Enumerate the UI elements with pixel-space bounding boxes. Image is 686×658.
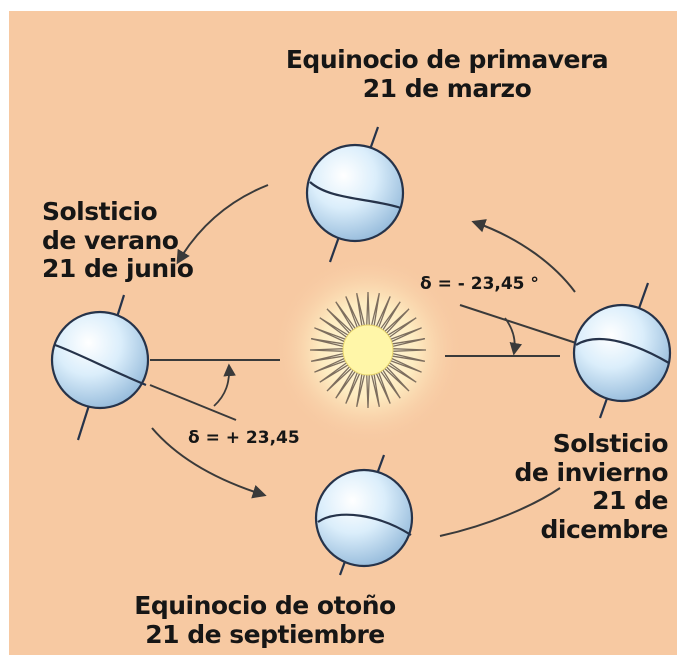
autumn-equinox-title: Equinocio de otoño — [134, 591, 396, 620]
summer-solstice-label: Solsticio de verano 21 de junio — [42, 197, 232, 284]
summer-solstice-date: 21 de junio — [42, 254, 194, 283]
winter-solstice-line3: 21 de — [592, 486, 668, 515]
winter-solstice-line4: dicembre — [540, 514, 669, 544]
equator-line — [309, 181, 402, 210]
equator-line-summer — [149, 384, 237, 421]
summer-solstice-line2: de verano — [42, 225, 179, 255]
spring-equinox-date: 21 de marzo — [362, 73, 532, 103]
equator-line — [54, 343, 147, 387]
autumn-equinox-label: Equinocio de otoño 21 de septiembre — [120, 591, 410, 649]
sun-rays — [309, 291, 427, 409]
earth-globe-spring — [305, 126, 405, 263]
autumn-equinox-date: 21 de septiembre — [145, 619, 385, 649]
winter-solstice-line1: Solsticio — [552, 429, 669, 458]
angle-arc-winter — [504, 317, 522, 356]
declination-winter-label: δ = - 23,45 ° — [420, 274, 539, 294]
equator-line — [575, 337, 670, 364]
orbit-arrow-summer-to-autumn — [151, 427, 267, 499]
winter-solstice-line2: de invierno — [514, 457, 668, 487]
earth-globe-winter — [572, 282, 672, 419]
spring-equinox-title: Equinocio de primavera — [285, 45, 609, 74]
earth-globe-summer — [50, 294, 150, 441]
sun-core — [342, 324, 394, 376]
orbit-arrow-winter-to-spring — [471, 219, 576, 293]
orbit-arrow-autumn-to-winter — [439, 487, 561, 537]
summer-solstice-line1: Solsticio — [42, 197, 158, 226]
earth-globe-autumn — [314, 454, 414, 576]
equator-line — [317, 513, 412, 536]
spring-equinox-label: Equinocio de primavera 21 de marzo — [282, 45, 612, 103]
equator-line-winter — [459, 304, 577, 344]
sun — [273, 255, 463, 445]
declination-summer-label: δ = + 23,45 — [188, 428, 300, 448]
winter-solstice-label: Solsticio de invierno 21 de dicembre — [508, 429, 669, 544]
orbit-arrow-spring-to-summer — [176, 184, 269, 265]
angle-arc-summer — [213, 363, 236, 407]
